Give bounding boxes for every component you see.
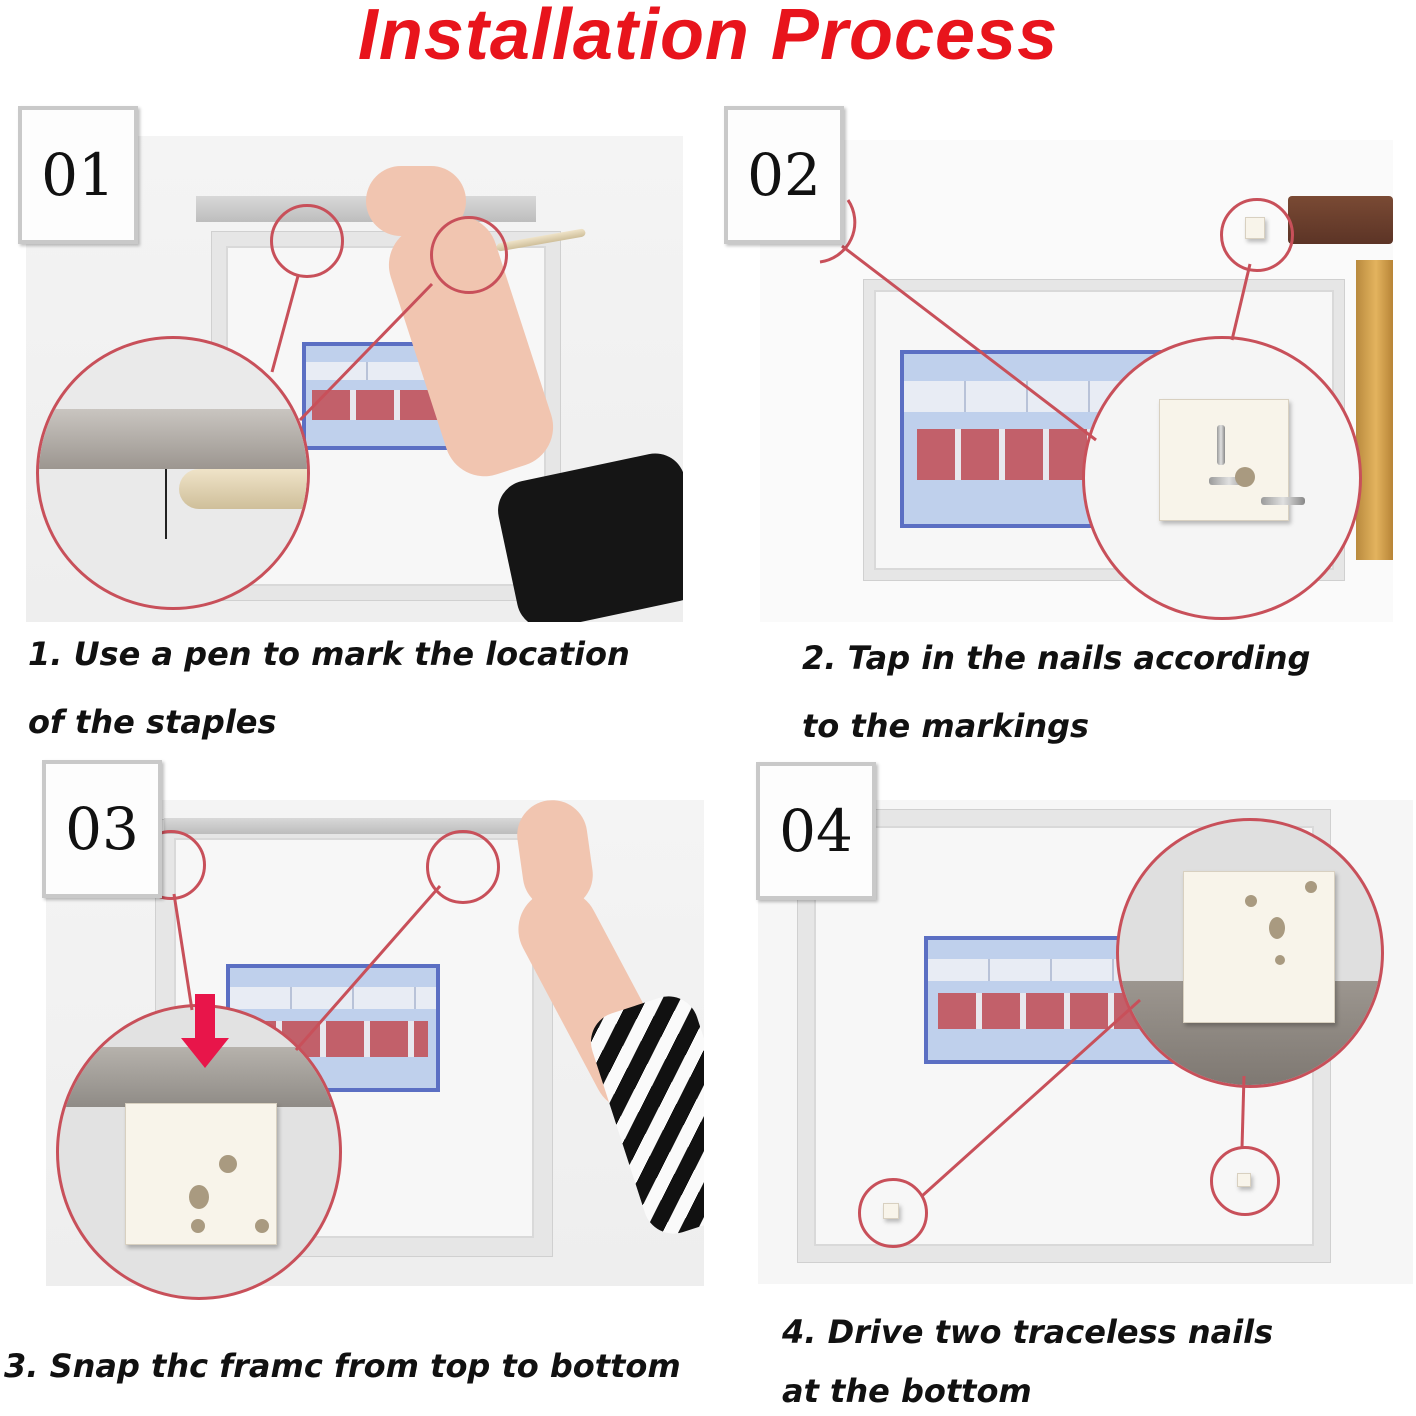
marker-circle bbox=[270, 204, 344, 278]
striped-sleeve bbox=[583, 988, 704, 1242]
page-title: Installation Process bbox=[357, 0, 1059, 75]
marker-circle bbox=[1220, 198, 1294, 272]
step-2-photo bbox=[760, 140, 1393, 622]
marker-circle bbox=[1210, 1146, 1280, 1216]
down-arrow-icon bbox=[195, 994, 215, 1038]
marker-circle bbox=[426, 830, 500, 904]
marker-circle bbox=[430, 216, 508, 294]
zoom-circle-bottom-clip bbox=[1116, 818, 1384, 1088]
marker-circle bbox=[858, 1178, 928, 1248]
zoom-circle-pen-mark bbox=[36, 336, 310, 610]
cover-ledge bbox=[164, 818, 544, 834]
step-1-photo bbox=[26, 136, 683, 622]
zoom-circle-frame-clip bbox=[56, 1004, 342, 1300]
step-4-caption-line1: 4. Drive two traceless nails bbox=[782, 1313, 1274, 1351]
step-4-number-badge: 04 bbox=[756, 762, 876, 900]
step-2-number-badge: 02 bbox=[724, 106, 844, 244]
hammer-head bbox=[1288, 196, 1393, 244]
hammer-handle bbox=[1356, 260, 1393, 560]
step-1-caption-line2: of the staples bbox=[28, 703, 277, 741]
down-arrow-icon-head bbox=[181, 1038, 229, 1068]
step-4-caption-line2: at the bottom bbox=[782, 1372, 1032, 1410]
step-3-number-badge: 03 bbox=[42, 760, 162, 898]
step-2-caption-line2: to the markings bbox=[802, 707, 1090, 745]
step-3-caption-line1: 3. Snap thc framc from top to bottom bbox=[4, 1347, 681, 1385]
step-2-caption-line1: 2. Tap in the nails according bbox=[802, 639, 1311, 677]
step-1-caption-line1: 1. Use a pen to mark the location bbox=[28, 635, 630, 673]
zoom-circle-nail-clip bbox=[1082, 336, 1362, 620]
step-1-number-badge: 01 bbox=[18, 106, 138, 244]
